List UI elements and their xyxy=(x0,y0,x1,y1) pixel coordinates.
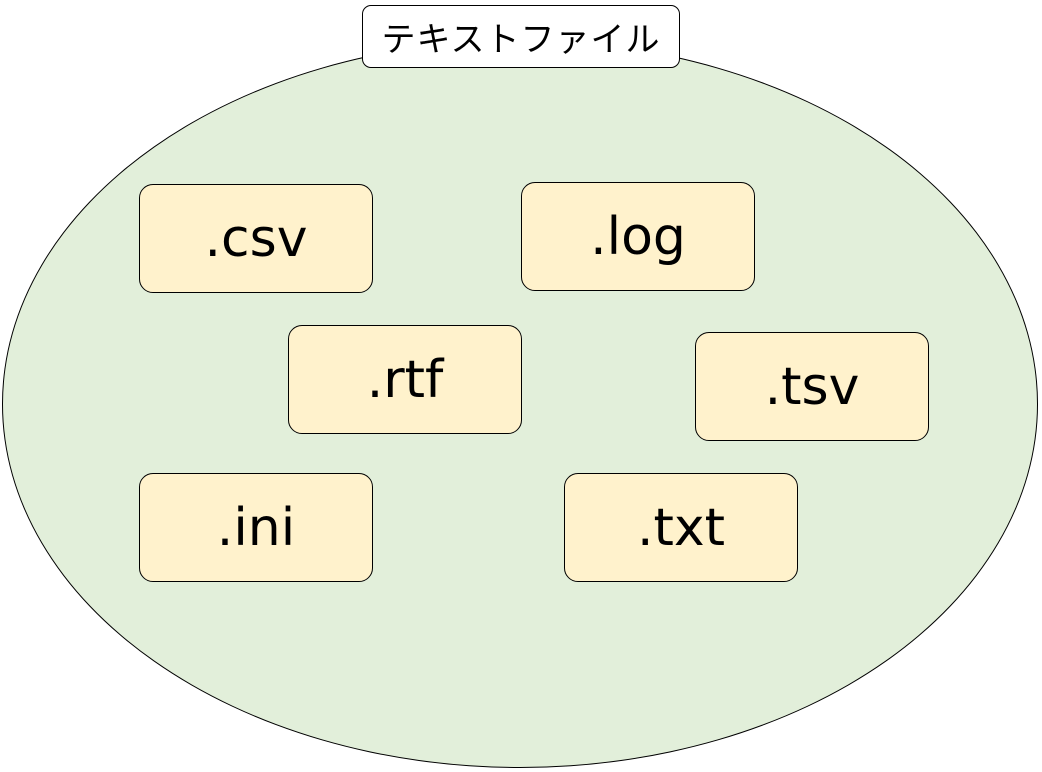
extension-box-rtf: .rtf xyxy=(288,325,522,434)
extension-box-ini: .ini xyxy=(139,473,373,582)
set-label: テキストファイル xyxy=(381,20,661,60)
extension-box-csv: .csv xyxy=(139,184,373,293)
extension-label-tsv: .tsv xyxy=(764,356,860,417)
extension-label-csv: .csv xyxy=(204,208,308,269)
extension-box-tsv: .tsv xyxy=(695,332,929,441)
extension-label-log: .log xyxy=(590,206,686,267)
extension-label-rtf: .rtf xyxy=(366,349,444,410)
extension-box-log: .log xyxy=(521,182,755,291)
extension-label-ini: .ini xyxy=(216,497,296,558)
extension-label-txt: .txt xyxy=(636,497,726,558)
extension-box-txt: .txt xyxy=(564,473,798,582)
set-label-box: テキストファイル xyxy=(362,5,680,68)
